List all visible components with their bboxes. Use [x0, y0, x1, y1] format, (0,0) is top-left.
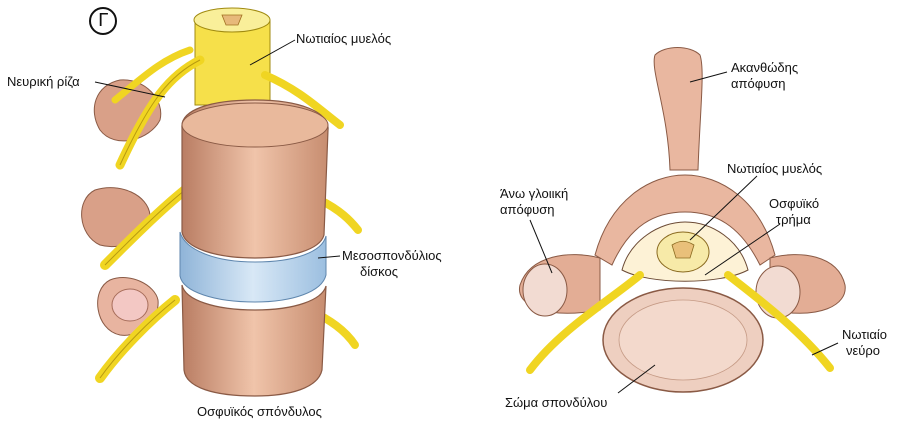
label-foramen-line2: τρήμα: [776, 212, 811, 227]
label-spinal-cord-right: Νωτιαίος μυελός: [727, 161, 822, 176]
label-nerve-line2: νεύρο: [846, 343, 880, 358]
figure-letter-badge: Γ: [89, 7, 117, 35]
articular-left: [523, 264, 567, 316]
label-caption-lumbar: Οσφυϊκός σπόνδυλος: [197, 404, 322, 419]
label-vertebral-body: Σώμα σπονδύλου: [505, 395, 607, 410]
spinal-cord-left: [195, 20, 270, 105]
label-articular-line1: Άνω γλοιική: [500, 186, 568, 201]
label-nerve-root: Νευρική ρίζα: [7, 74, 80, 89]
facet-joint-low: [112, 289, 148, 321]
spinous-process: [654, 48, 702, 171]
label-disc-line2: δίσκος: [360, 264, 398, 279]
label-spinous-line1: Ακανθώδης: [731, 60, 798, 75]
label-nerve-line1: Νωτιαίο: [842, 327, 887, 342]
label-articular-line2: απόφυση: [500, 202, 555, 217]
label-spinal-cord-left: Νωτιαίος μυελός: [296, 31, 391, 46]
left-vertebra-column: [82, 8, 358, 396]
label-disc-line1: Μεσοσπονδύλιος: [342, 248, 442, 263]
label-spinous-line2: απόφυση: [731, 76, 786, 91]
vertebral-body-upper-top: [182, 103, 328, 147]
label-foramen-line1: Οσφυϊκό: [769, 196, 819, 211]
